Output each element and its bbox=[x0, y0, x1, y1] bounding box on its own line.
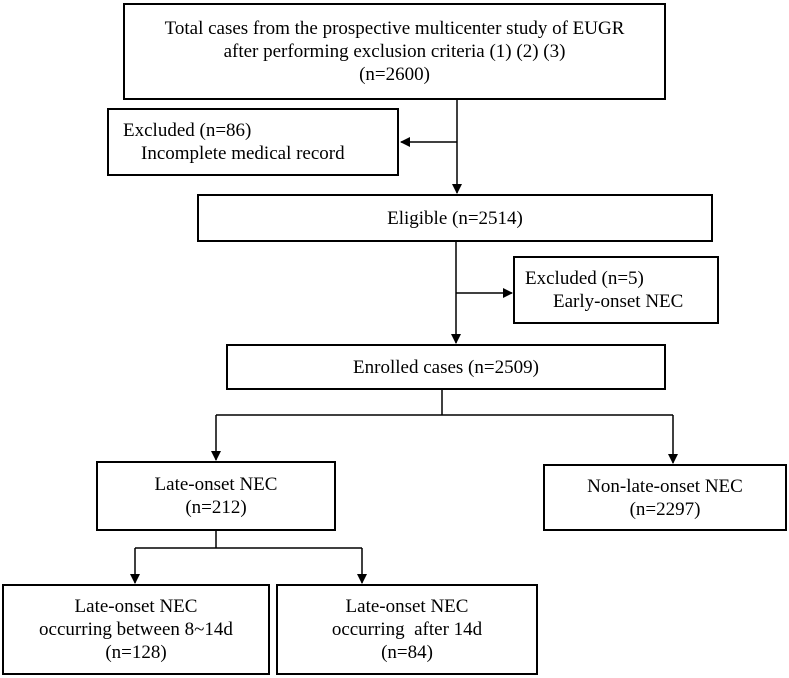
enrolled-cases-box: Enrolled cases (n=2509) bbox=[226, 344, 666, 390]
late-onset-after-14d-box: Late-onset NEC occurring after 14d (n=84… bbox=[276, 584, 538, 675]
non-late-onset-nec-box: Non-late-onset NEC (n=2297) bbox=[543, 464, 787, 531]
late-onset-nec-count: (n=212) bbox=[185, 497, 247, 518]
non-late-onset-nec-count: (n=2297) bbox=[629, 498, 701, 520]
late-onset-after-14d-desc: occurring after 14d bbox=[331, 619, 483, 640]
late-onset-after-14d-count: (n=84) bbox=[381, 642, 433, 663]
excluded-early-onset-reason: Early-onset NEC bbox=[553, 291, 684, 312]
total-cases-box: Total cases from the prospective multice… bbox=[123, 3, 666, 100]
enrolled-cases-label: Enrolled cases (n=2509) bbox=[353, 356, 539, 378]
late-onset-8-14d-count: (n=128) bbox=[105, 642, 167, 663]
late-onset-8-14d-desc: occurring between 8~14d bbox=[39, 619, 233, 640]
excluded-incomplete-reason: Incomplete medical record bbox=[141, 143, 345, 164]
eligible-box: Eligible (n=2514) bbox=[197, 194, 713, 242]
excluded-early-onset-title: Excluded (n=5) bbox=[525, 268, 644, 289]
eligible-label: Eligible (n=2514) bbox=[387, 207, 523, 229]
excluded-early-onset-box: Excluded (n=5) Early-onset NEC bbox=[513, 256, 719, 324]
late-onset-8-14d-box: Late-onset NEC occurring between 8~14d (… bbox=[2, 584, 270, 675]
excluded-incomplete-title: Excluded (n=86) bbox=[123, 120, 252, 141]
total-cases-line-1: Total cases from the prospective multice… bbox=[164, 18, 625, 39]
excluded-incomplete-box: Excluded (n=86) Incomplete medical recor… bbox=[107, 108, 399, 176]
late-onset-8-14d-label: Late-onset NEC bbox=[74, 596, 198, 617]
non-late-onset-nec-label: Non-late-onset NEC bbox=[587, 475, 743, 497]
total-cases-count: (n=2600) bbox=[359, 64, 430, 85]
total-cases-line-2: after performing exclusion criteria (1) … bbox=[223, 41, 566, 62]
late-onset-nec-box: Late-onset NEC (n=212) bbox=[96, 461, 336, 531]
late-onset-nec-label: Late-onset NEC bbox=[154, 474, 278, 495]
late-onset-after-14d-label: Late-onset NEC bbox=[345, 596, 469, 617]
